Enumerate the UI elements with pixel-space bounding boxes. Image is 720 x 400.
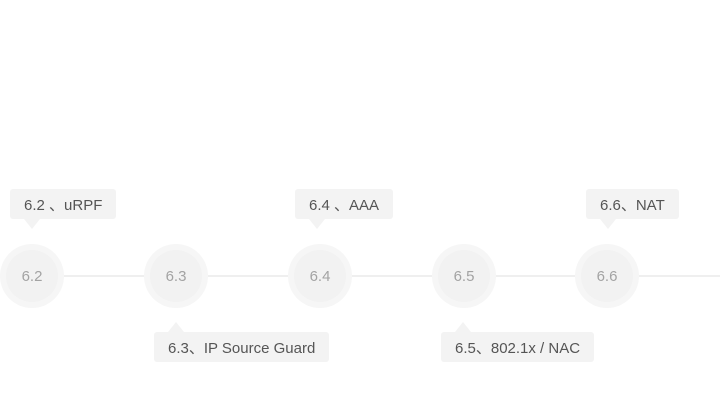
timeline-node-6-6[interactable]: 6.6: [575, 244, 639, 308]
callout-aaa[interactable]: 6.4 、AAA: [295, 189, 394, 229]
timeline-line: [0, 275, 720, 277]
callout-nat[interactable]: 6.6、NAT: [586, 189, 679, 229]
callout-label: 6.3、IP Source Guard: [168, 339, 316, 357]
callout-label: 6.6、NAT: [600, 196, 665, 214]
callout-label: 6.2 、uRPF: [24, 196, 103, 214]
callout-urpf[interactable]: 6.2 、uRPF: [10, 189, 117, 229]
timeline-node-6-3[interactable]: 6.3: [144, 244, 208, 308]
node-label: 6.2: [6, 250, 58, 302]
timeline-node-6-4[interactable]: 6.4: [288, 244, 352, 308]
callout-802-1x-nac[interactable]: 6.5、802.1x / NAC: [441, 322, 595, 362]
timeline-node-6-2[interactable]: 6.2: [0, 244, 64, 308]
callout-label: 6.5、802.1x / NAC: [455, 339, 581, 357]
node-label: 6.6: [581, 250, 633, 302]
timeline-node-6-5[interactable]: 6.5: [432, 244, 496, 308]
callout-ip-source-guard[interactable]: 6.3、IP Source Guard: [154, 322, 330, 362]
node-label: 6.3: [150, 250, 202, 302]
callout-label: 6.4 、AAA: [309, 196, 380, 214]
node-label: 6.5: [438, 250, 490, 302]
node-label: 6.4: [294, 250, 346, 302]
